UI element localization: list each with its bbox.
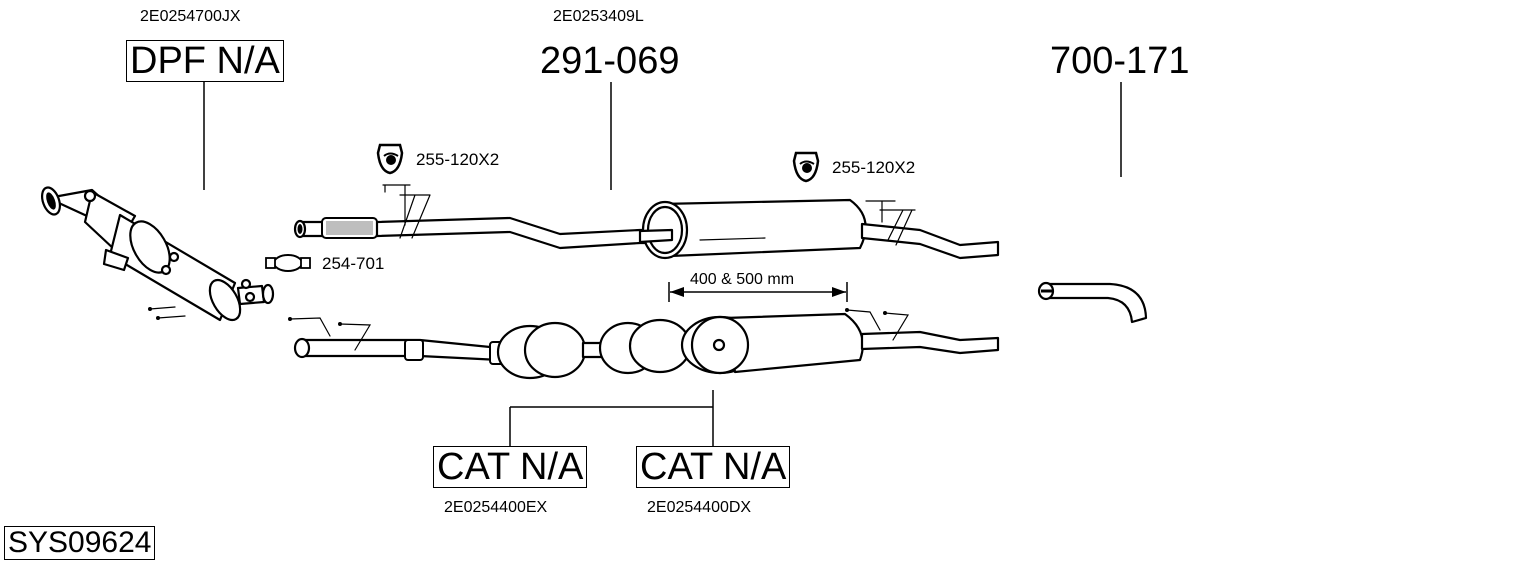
dpf-part-drawing[interactable] xyxy=(39,185,275,325)
middle-section-part-drawing[interactable] xyxy=(293,184,1000,260)
middle-section-oe-number: 2E0253409L xyxy=(553,8,644,25)
tailpipe-part-drawing[interactable] xyxy=(1037,281,1148,324)
rubber-mount-2-label[interactable]: 255-120X2 xyxy=(832,158,916,177)
rubber-mount-icon xyxy=(376,143,404,175)
pipe-clamp-icon xyxy=(265,254,311,272)
rubber-mount-icon xyxy=(792,151,820,183)
cat-leader-lines xyxy=(509,390,714,446)
clamp-label[interactable]: 254-701 xyxy=(322,254,385,273)
cat-1-oe-number: 2E0254400EX xyxy=(444,499,548,516)
cat-2-part-label[interactable]: CAT N/A xyxy=(636,446,791,488)
cat-1-part-label[interactable]: CAT N/A xyxy=(433,446,588,488)
dpf-oe-number: 2E0254700JX xyxy=(140,8,241,25)
cat-2-oe-number: 2E0254400DX xyxy=(647,499,752,516)
tailpipe-part-label[interactable]: 700-171 xyxy=(1050,40,1190,82)
system-id-label: SYS09624 xyxy=(4,526,156,560)
dimension-label: 400 & 500 mm xyxy=(690,271,795,289)
dpf-part-label[interactable]: DPF N/A xyxy=(126,40,284,82)
rubber-mount-1-label[interactable]: 255-120X2 xyxy=(416,150,500,169)
middle-section-part-label[interactable]: 291-069 xyxy=(540,40,680,82)
cat-section-part-drawing[interactable] xyxy=(288,308,1000,380)
dimension-indicator xyxy=(668,282,848,302)
